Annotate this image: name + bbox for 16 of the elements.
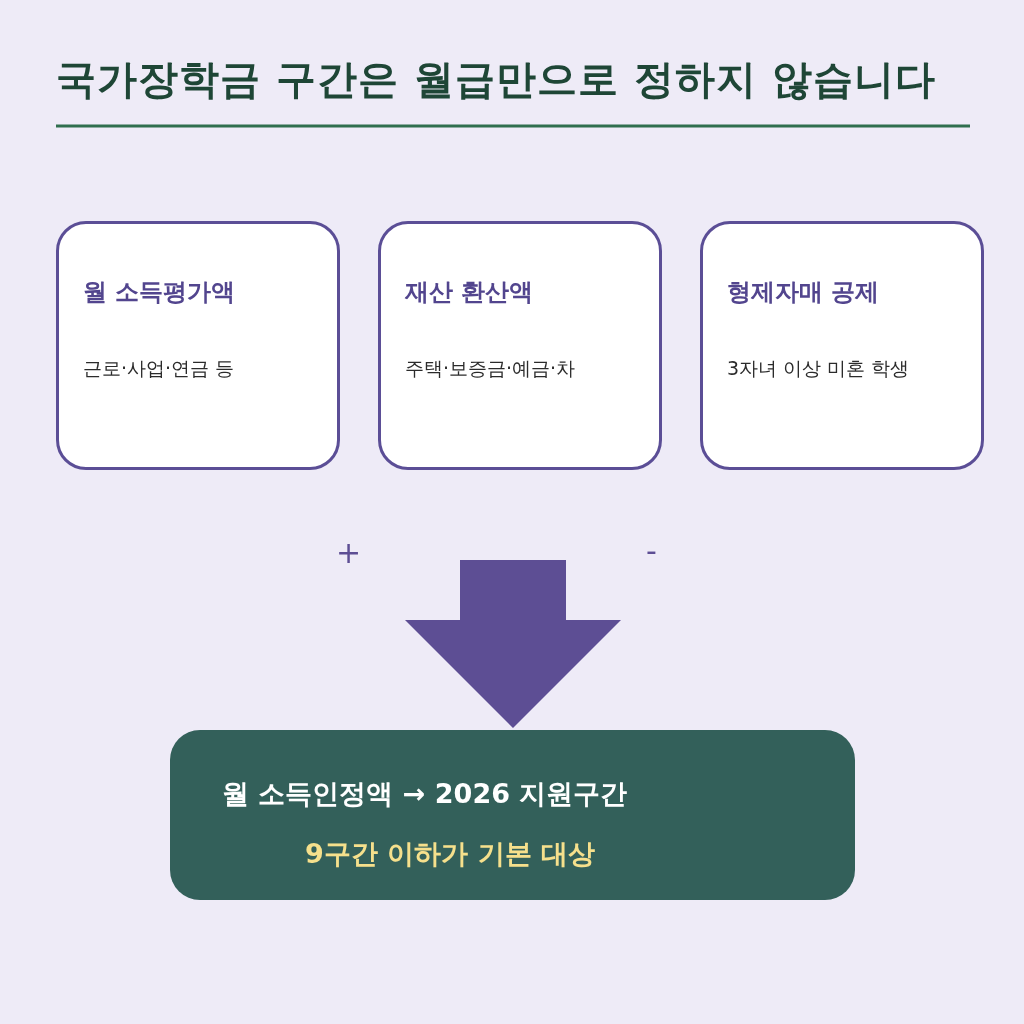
title: 국가장학금 구간은 월급만으로 정하지 않습니다 [56, 55, 936, 104]
card-heading: 월 소득평가액 [83, 277, 236, 308]
block-arrow [405, 560, 621, 728]
result-text: 월 소득인정액 → 2026 지원구간 [222, 777, 628, 811]
card-heading: 형제자매 공제 [727, 277, 880, 308]
card-text: 3자녀 이상 미혼 학생 [727, 356, 910, 381]
operator-sign: - [646, 533, 657, 569]
card-text: 근로·사업·연금 등 [83, 356, 235, 381]
card-text: 주택·보증금·예금·차 [405, 356, 576, 381]
info-card [56, 221, 340, 470]
highlight-text: 9구간 이하가 기본 대상 [305, 837, 595, 871]
operator-sign: + [336, 535, 362, 571]
info-card [700, 221, 984, 470]
result-box [170, 730, 855, 900]
card-heading: 재산 환산액 [405, 277, 534, 308]
info-card [378, 221, 662, 470]
